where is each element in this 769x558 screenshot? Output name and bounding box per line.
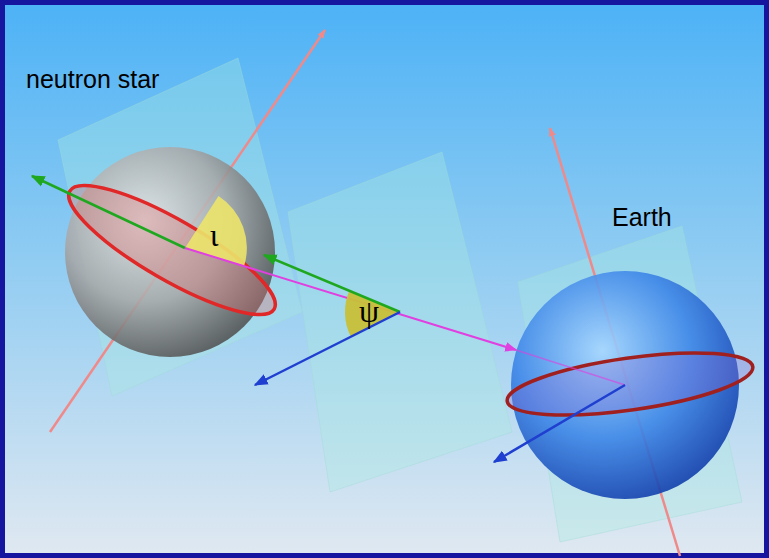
sight-inside-earth: [516, 350, 625, 385]
green-vector: [32, 176, 185, 248]
angle-symbol: ι: [210, 218, 219, 253]
psi-wedge: [345, 291, 400, 337]
earth-equator: [504, 341, 757, 427]
object-label: Earth: [612, 204, 672, 232]
blue-vector: [494, 385, 625, 462]
green-vector: [264, 255, 400, 312]
line-of-sight: [185, 248, 516, 350]
object-label: neutron star: [26, 66, 159, 94]
angle-symbol: ψ: [359, 294, 379, 329]
plane-middle: [288, 152, 512, 492]
iota-wedge: [185, 196, 247, 267]
equator-plane: [55, 165, 289, 335]
